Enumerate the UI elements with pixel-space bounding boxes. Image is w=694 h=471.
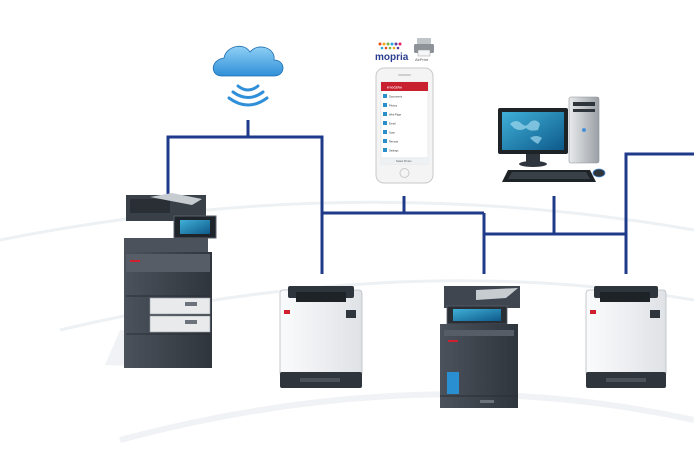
desktop-computer-icon [498,96,606,182]
phone-footer-label: Select Printer [396,159,412,163]
main-bus-left [248,135,324,274]
multifunction-printer-icon [440,286,520,408]
right-branch [624,152,694,274]
multifunction-printer-icon [105,193,217,368]
phone-menu-item: Web Page [389,113,402,117]
cloud-wifi-icon [212,45,284,107]
phone-menu-item: Email [389,122,396,126]
mopria-logo: mopria [375,42,409,63]
phone-menu-item: Photos [389,104,398,108]
phone-menu-item: Settings [389,149,399,153]
mopria-label: mopria [375,52,409,63]
smartphone-icon: KYOCERA Documents Photos Web Page Email … [375,67,434,184]
phone-header-label: KYOCERA [387,86,403,90]
airprint-label: AirPrint [415,57,429,62]
phone-menu: Documents Photos Web Page Email Scan Rem… [383,94,403,153]
phone-menu-item: Remote [389,140,399,144]
laser-printer-icon [585,286,667,388]
laser-printer-icon [279,286,363,388]
phone-menu-item: Scan [389,131,395,135]
airprint-icon: AirPrint [414,38,434,62]
cloud-link [166,120,250,194]
phone-menu-item: Documents [389,95,403,99]
network-lines [166,120,694,274]
